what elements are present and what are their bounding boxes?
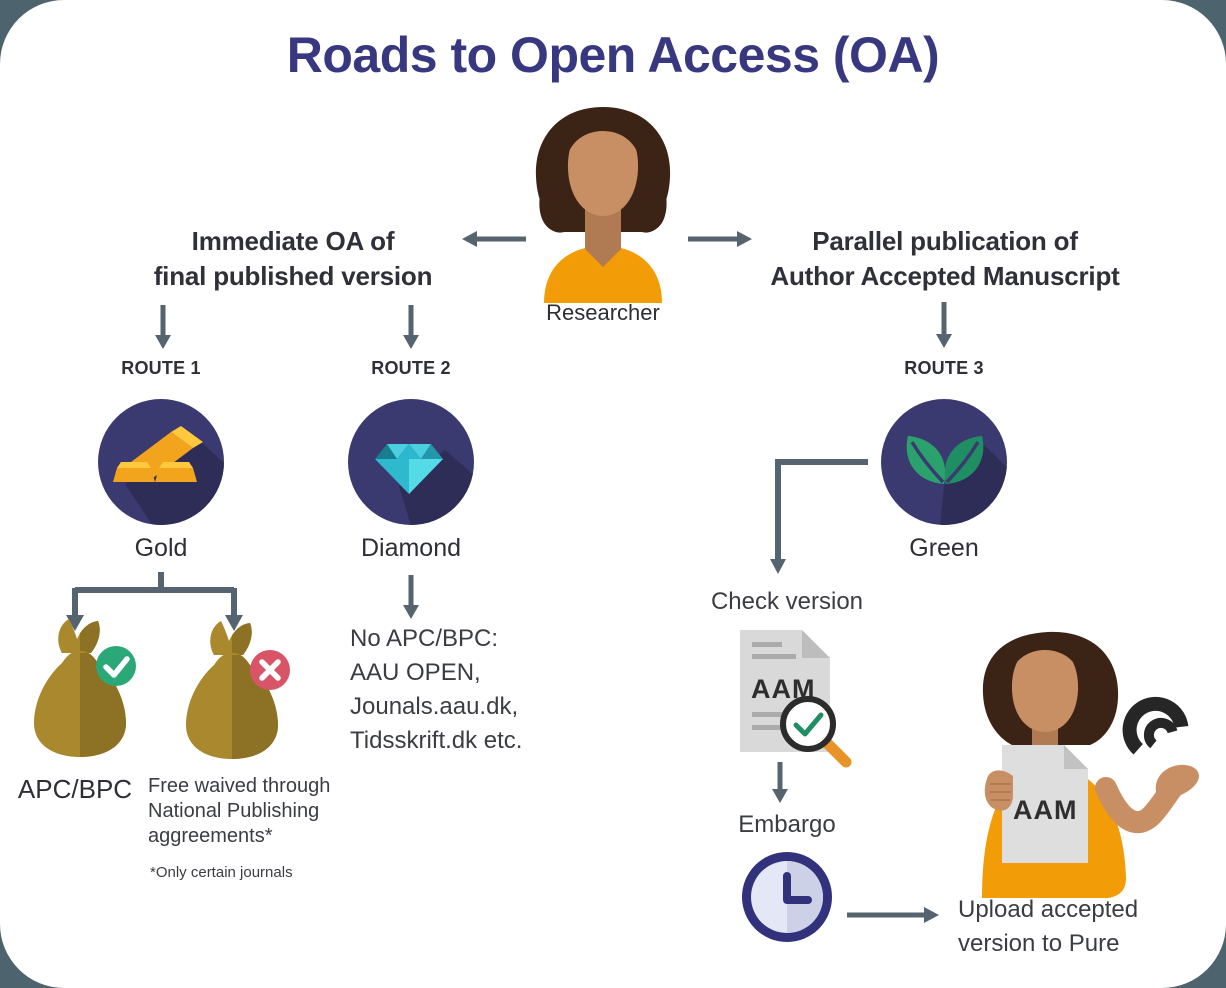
route2-line: AAU OPEN, xyxy=(350,659,481,686)
arrow-down-route2 xyxy=(403,305,419,349)
x-badge-icon xyxy=(250,650,290,690)
page-title: Roads to Open Access (OA) xyxy=(286,27,940,83)
waived-label: Free waived through National Publishing … xyxy=(148,775,331,847)
route1-name: Gold xyxy=(134,534,188,562)
leaf-icon xyxy=(881,399,1007,525)
arrow-down-route1 xyxy=(155,305,171,349)
arrow-down-route3 xyxy=(936,302,952,348)
pure-logo-icon xyxy=(1122,696,1189,755)
route2-line: Jounals.aau.dk, xyxy=(350,693,519,720)
clock-icon xyxy=(742,852,832,942)
arrow-right-icon xyxy=(688,231,752,247)
upload-label: Upload accepted version to Pure xyxy=(958,896,1139,957)
heading-immediate-oa: Immediate OA of final published version xyxy=(153,226,433,291)
arrow-down-embargo xyxy=(772,762,788,803)
route3-name: Green xyxy=(909,534,979,562)
route3-label: ROUTE 3 xyxy=(904,358,984,378)
magnifier-icon xyxy=(780,696,852,768)
apc-bpc-label: APC/BPC xyxy=(17,774,133,804)
check-version-label: Check version xyxy=(710,588,864,615)
route2-text: No APC/BPC: AAU OPEN, Jounals.aau.dk, Ti… xyxy=(350,622,610,758)
route1-label: ROUTE 1 xyxy=(121,358,201,378)
heading-parallel-publication: Parallel publication of Author Accepted … xyxy=(770,226,1120,291)
aam-document-icon: AAM xyxy=(740,630,852,768)
document-fold xyxy=(802,630,830,658)
researcher-illustration xyxy=(535,107,671,303)
uploader-illustration: AAM xyxy=(982,631,1199,898)
route2-line: No APC/BPC: xyxy=(350,625,499,652)
arrow-down-diamond xyxy=(403,575,419,619)
gold-bars-icon xyxy=(98,399,224,525)
arrow-left-icon xyxy=(462,231,526,247)
footnote-label: *Only certain journals xyxy=(150,864,293,881)
diamond-icon xyxy=(348,399,474,525)
route2-label: ROUTE 2 xyxy=(371,358,451,378)
arrow-right-upload xyxy=(847,907,939,923)
researcher-label: Researcher xyxy=(546,300,660,325)
held-document: AAM xyxy=(1002,745,1088,863)
open-palm xyxy=(1155,764,1199,798)
embargo-label: Embargo xyxy=(738,811,836,838)
money-bag-approved-icon xyxy=(34,619,136,757)
held-aam-label: AAM xyxy=(1013,795,1078,825)
route2-name: Diamond xyxy=(360,534,462,562)
gripping-hand xyxy=(984,770,1013,811)
branch-connector-icon xyxy=(66,572,243,631)
route2-line: Tidsskrift.dk etc. xyxy=(350,727,523,754)
money-bag-waived-icon xyxy=(186,621,290,759)
check-badge-icon xyxy=(96,646,136,686)
elbow-connector-icon xyxy=(770,459,868,574)
